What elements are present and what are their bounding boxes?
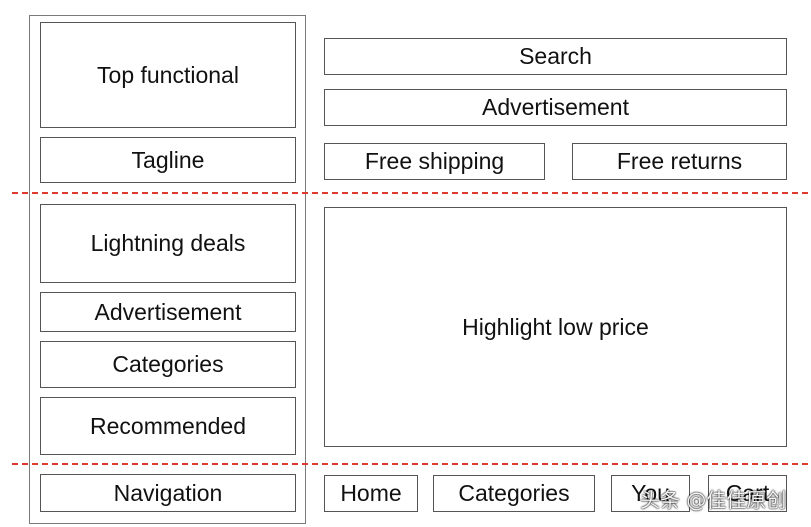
left-advertisement-label: Advertisement — [94, 298, 242, 325]
navigation-label: Navigation — [113, 479, 223, 506]
left-categories-box[interactable]: Categories — [40, 341, 296, 388]
left-categories-label: Categories — [112, 351, 224, 377]
tagline-label: Tagline — [131, 146, 205, 173]
top-functional-box[interactable]: Top functional — [40, 22, 296, 128]
free-returns-label: Free returns — [616, 148, 743, 174]
categories-tab[interactable]: Categories — [433, 475, 595, 512]
free-shipping-label: Free shipping — [364, 148, 505, 174]
section-divider-bottom — [12, 463, 808, 465]
tagline-box[interactable]: Tagline — [40, 137, 296, 183]
cart-tab[interactable]: Cart — [708, 475, 787, 512]
lightning-deals-box[interactable]: Lightning deals — [40, 204, 296, 283]
right-advertisement-label: Advertisement — [481, 94, 629, 120]
left-advertisement-box[interactable]: Advertisement — [40, 292, 296, 332]
you-tab[interactable]: You — [611, 475, 690, 512]
free-shipping-box[interactable]: Free shipping — [324, 143, 545, 180]
right-advertisement-box[interactable]: Advertisement — [324, 89, 787, 126]
recommended-box[interactable]: Recommended — [40, 397, 296, 455]
free-returns-box[interactable]: Free returns — [572, 143, 787, 180]
search-box[interactable]: Search — [324, 38, 787, 75]
top-functional-label: Top functional — [97, 61, 239, 88]
categories-tab-label: Categories — [458, 480, 570, 506]
cart-tab-label: Cart — [725, 480, 770, 506]
search-label: Search — [519, 43, 592, 69]
highlight-low-price-box[interactable]: Highlight low price — [324, 207, 787, 447]
recommended-label: Recommended — [90, 412, 246, 439]
home-tab[interactable]: Home — [324, 475, 418, 512]
you-tab-label: You — [631, 480, 670, 506]
highlight-low-price-label: Highlight low price — [462, 313, 649, 340]
lightning-deals-label: Lightning deals — [90, 230, 246, 256]
navigation-box[interactable]: Navigation — [40, 474, 296, 512]
home-tab-label: Home — [340, 480, 402, 506]
section-divider-top — [12, 192, 808, 194]
watermark-text: 头条 @佳佳原创 — [640, 488, 787, 512]
